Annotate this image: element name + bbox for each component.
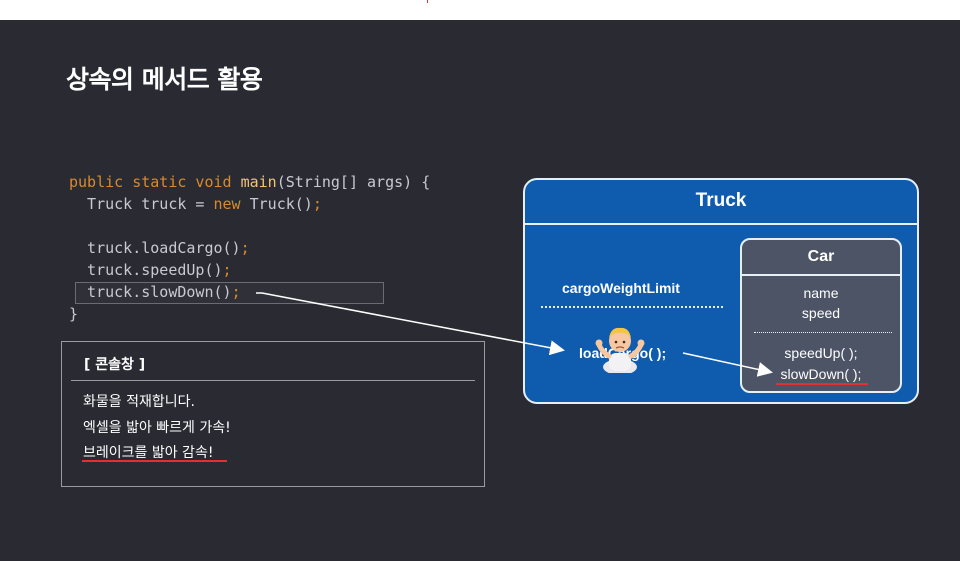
top-bar-mark: [427, 0, 428, 3]
code-line-1: public static void main(String[] args) {: [69, 171, 430, 193]
code-text: truck.slowDown(): [69, 283, 232, 301]
slide-title: 상속의 메서드 활용: [66, 65, 263, 94]
car-method-underline: [776, 383, 868, 385]
arrow-code-to-loadcargo: [261, 292, 565, 356]
code-text: Truck(): [240, 195, 313, 213]
console-divider: [71, 380, 475, 381]
person-shrugging-icon: [595, 327, 645, 373]
car-dotted-divider: [754, 332, 892, 333]
code-line-7: }: [69, 305, 79, 323]
console-output-line: 엑셀을 밟아 빠르게 가속!: [83, 420, 231, 436]
car-field: speed: [801, 305, 841, 321]
arrow-loadcargo-to-slowdown: [682, 352, 773, 377]
code-text: Truck truck =: [69, 195, 214, 213]
truck-field: cargoWeightLimit: [562, 280, 680, 296]
code-keyword: new: [213, 195, 241, 213]
code-semicolon: ;: [312, 195, 322, 213]
console-panel: [ 콘솔창 ] 화물을 적재합니다. 엑셀을 밟아 빠르게 가속! 브레이크를 …: [61, 341, 485, 487]
car-method: slowDown( );: [780, 366, 862, 382]
highlighted-code-line: [75, 282, 384, 304]
code-method-name: main: [240, 173, 277, 191]
console-header: [ 콘솔창 ]: [84, 357, 146, 373]
code-line-5: truck.speedUp();: [69, 259, 430, 281]
truck-class-divider: [525, 223, 917, 225]
code-block: public static void main(String[] args) {…: [69, 171, 430, 325]
truck-class-title: Truck: [695, 190, 747, 211]
code-semicolon: ;: [240, 239, 250, 257]
car-class-divider: [742, 274, 900, 276]
truck-dotted-divider: [541, 306, 723, 308]
code-text: (String[] args) {: [276, 173, 431, 191]
console-output-underline: [82, 460, 227, 462]
car-field: name: [803, 285, 839, 301]
code-semicolon: ;: [222, 261, 232, 279]
console-output-line: 브레이크를 밟아 감속!: [83, 445, 214, 461]
car-method: speedUp( );: [784, 345, 858, 361]
code-text: truck.speedUp(): [69, 261, 223, 279]
code-line-6: truck.slowDown();: [69, 281, 430, 303]
code-semicolon: ;: [231, 283, 241, 301]
code-keyword: public static void: [69, 173, 241, 191]
code-line-4: truck.loadCargo();: [69, 237, 430, 259]
code-text: truck.loadCargo(): [69, 239, 241, 257]
top-bar: [0, 0, 960, 20]
code-line-2: Truck truck = new Truck();: [69, 193, 430, 215]
car-class-box: Car name speed speedUp( ); slowDown( );: [740, 238, 902, 393]
console-output-line: 화물을 적재합니다.: [83, 394, 195, 410]
car-class-title: Car: [807, 248, 835, 265]
